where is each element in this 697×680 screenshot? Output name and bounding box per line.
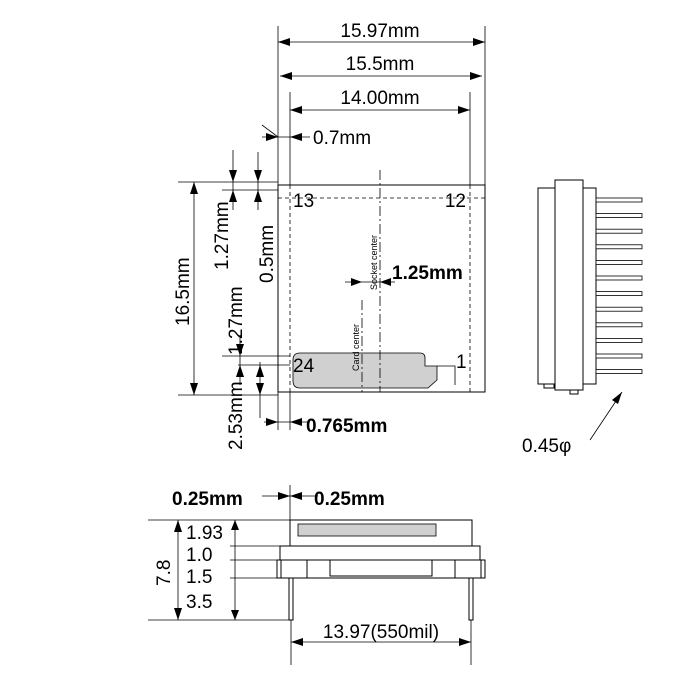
side-pin [595, 337, 643, 343]
top-view: 15.97mm 15.5mm 14.00mm 0.7mm 13 12 24 1 [173, 21, 486, 450]
side-pin [595, 228, 643, 234]
dim-height: 16.5mm [173, 257, 194, 326]
pin-24-label: 24 [293, 356, 315, 377]
side-view: 0.45φ [522, 179, 643, 457]
dim-pin-pitch: 13.97(550mil) [323, 622, 439, 643]
side-pin [595, 275, 643, 281]
side-pin [595, 369, 643, 375]
pin-13-label: 13 [293, 191, 314, 212]
side-view-pins [595, 197, 643, 375]
dim-center-offset: 1.25mm [392, 263, 463, 284]
dim-left-gap: 0.25mm [172, 489, 243, 510]
side-pin [595, 306, 643, 312]
dim-bottom: 2.53mm [226, 381, 247, 450]
dim-margin: 0.5mm [257, 225, 278, 283]
dim-width-body: 15.5mm [346, 54, 415, 75]
dim-pitch-upper: 1.27mm [212, 201, 233, 270]
pin-1-label: 1 [456, 352, 467, 373]
socket-center-label: Socket center [369, 235, 379, 290]
pin-diameter-label: 0.45φ [522, 436, 571, 457]
side-pin [595, 213, 643, 219]
dim-pin-span: 14.00mm [340, 88, 419, 109]
side-pin [595, 259, 643, 265]
dim-right-gap: 0.25mm [314, 489, 385, 510]
card-center-label: Card center [351, 324, 361, 371]
front-view: 0.25mm 0.25mm 7.8 1.93 1.0 1.5 3.5 [148, 485, 486, 665]
side-pin [595, 353, 643, 359]
dim-pitch-lower: 1.27mm [226, 286, 247, 355]
side-pin [595, 197, 643, 203]
dim-h1: 1.93 [186, 523, 223, 544]
dim-width-outer: 15.97mm [340, 21, 419, 42]
dim-total-height: 7.8 [154, 560, 175, 586]
dim-left-offset: 0.765mm [306, 416, 387, 437]
side-pin [595, 291, 643, 297]
side-pin [595, 322, 643, 328]
dim-h3: 1.5 [186, 567, 212, 588]
pin-12-label: 12 [445, 191, 466, 212]
side-pin [595, 244, 643, 250]
dim-edge-offset: 0.7mm [313, 128, 371, 149]
dim-h2: 1.0 [186, 545, 212, 566]
dim-h4: 3.5 [186, 592, 212, 613]
